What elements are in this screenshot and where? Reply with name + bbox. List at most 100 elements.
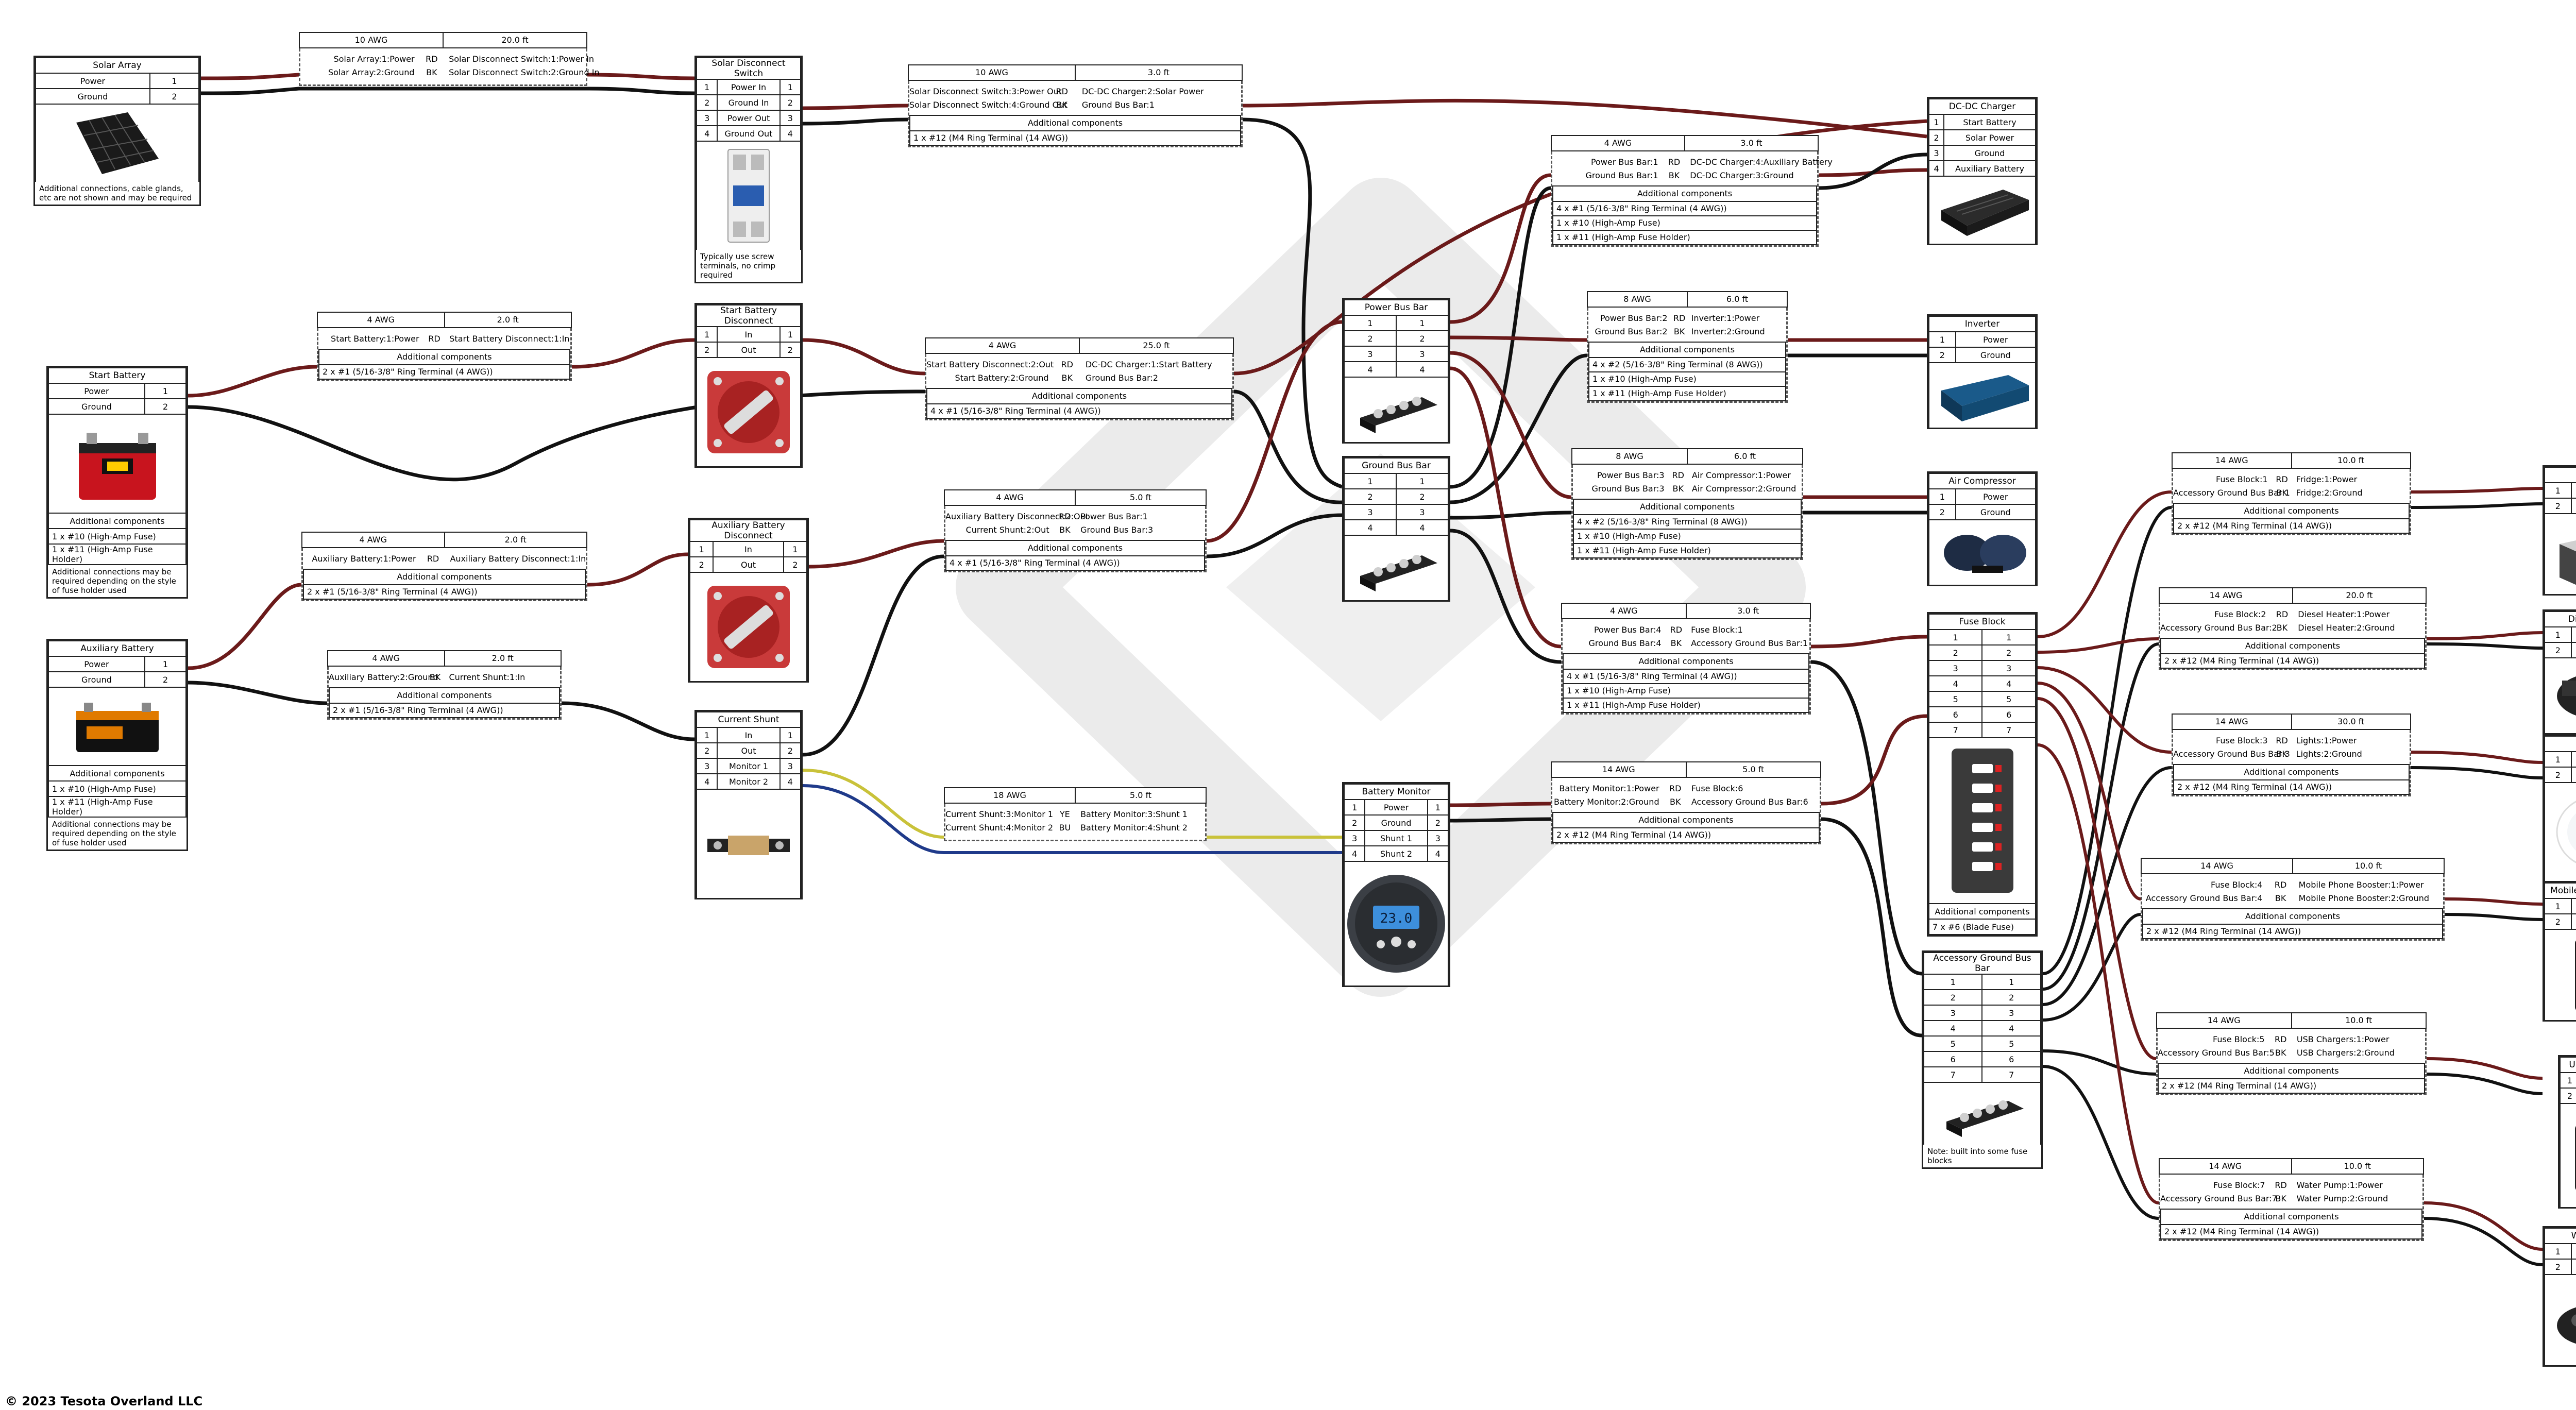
component-title: Solar Disconnect Switch <box>696 57 801 80</box>
additional-component: 1 x #11 (High-Amp Fuse Holder) <box>1552 231 1817 245</box>
water-pump-component[interactable]: Water Pump1Power2Ground <box>2543 1226 2576 1367</box>
pin-cell: Monitor 2 <box>717 773 781 790</box>
lights-component[interactable]: Lights1Power2Ground <box>2543 734 2576 882</box>
pin-cell: 1 <box>2544 751 2572 768</box>
wire-length: 10.0 ft <box>2291 1159 2424 1174</box>
pin-cell: Power Out <box>717 110 781 126</box>
wire-from: Start Battery:2:Ground <box>955 373 1049 383</box>
pin-name: Power <box>48 383 145 399</box>
wire-to: Air Compressor:2:Ground <box>1691 484 1797 494</box>
shunt-icon <box>696 790 801 898</box>
additional-components-header: Additional components <box>2158 1063 2425 1079</box>
pin-cell: 4 <box>1981 1020 2041 1037</box>
additional-components-header: Additional components <box>2173 503 2410 519</box>
wire-gauge: 4 AWG <box>988 341 1016 350</box>
additional-component: 4 x #1 (5/16-3/8" Ring Terminal (4 AWG)) <box>945 556 1205 571</box>
diesel-heater-component[interactable]: Diesel Heater1Power2Ground <box>2543 609 2576 735</box>
pin-cell: 1 <box>1928 114 1945 130</box>
pin-cell: 1 <box>2560 1072 2576 1089</box>
pin-cell: Power <box>1955 488 2037 505</box>
wire-gauge: 4 AWG <box>1609 606 1638 616</box>
additional-component: 2 x #1 (5/16-3/8" Ring Terminal (4 AWG)) <box>329 704 560 718</box>
pin-cell: Ground <box>1364 814 1428 831</box>
pin-cell: Ground <box>2570 767 2576 783</box>
wire-length: 2.0 ft <box>444 313 571 327</box>
wire-from: Ground Bus Bar:1 <box>1585 171 1658 180</box>
wire-gauge: 4 AWG <box>359 535 387 545</box>
wire-gauge: 14 AWG <box>2207 1015 2241 1025</box>
wire-from: Ground Bus Bar:4 <box>1588 638 1662 648</box>
wire-gauge: 10 AWG <box>975 67 1008 77</box>
wire-to: DC-DC Charger:2:Solar Power <box>1081 87 1204 96</box>
phone-booster-component[interactable]: Mobile Phone Booster1Power2Ground <box>2543 881 2576 1022</box>
wire-from: Current Shunt:3:Monitor 1 <box>945 809 1054 819</box>
pin-cell: 2 <box>1395 330 1449 347</box>
pin-cell: 4 <box>1344 519 1397 536</box>
wire-color: RD <box>427 554 439 564</box>
wire-from: Fuse Block:2 <box>2214 609 2266 619</box>
pin-cell: 1 <box>779 326 802 343</box>
wire-from: Accessory Ground Bus Bar:5 <box>2158 1048 2275 1058</box>
pin-cell: Ground <box>2570 642 2576 658</box>
fridge-component[interactable]: Fridge1Power2Ground <box>2543 465 2576 596</box>
usb-chargers-component[interactable]: USB Chargers1Power2Ground <box>2558 1055 2576 1209</box>
wire-from: Start Battery:1:Power <box>331 334 419 344</box>
wire <box>2042 502 2543 975</box>
wire-color: RD <box>2274 880 2287 890</box>
wire-to: Power Bus Bar:1 <box>1080 512 1148 521</box>
wire-gauge: 4 AWG <box>367 315 395 325</box>
pin-cell: 2 <box>1923 989 1983 1006</box>
wire-color: RD <box>2276 609 2289 619</box>
wire-color: RD <box>2276 474 2288 484</box>
wire <box>2042 1065 2543 1266</box>
light-icon <box>2544 783 2576 881</box>
wire-from: Power Bus Bar:1 <box>1590 157 1658 167</box>
pin-cell: 2 <box>2544 767 2572 783</box>
